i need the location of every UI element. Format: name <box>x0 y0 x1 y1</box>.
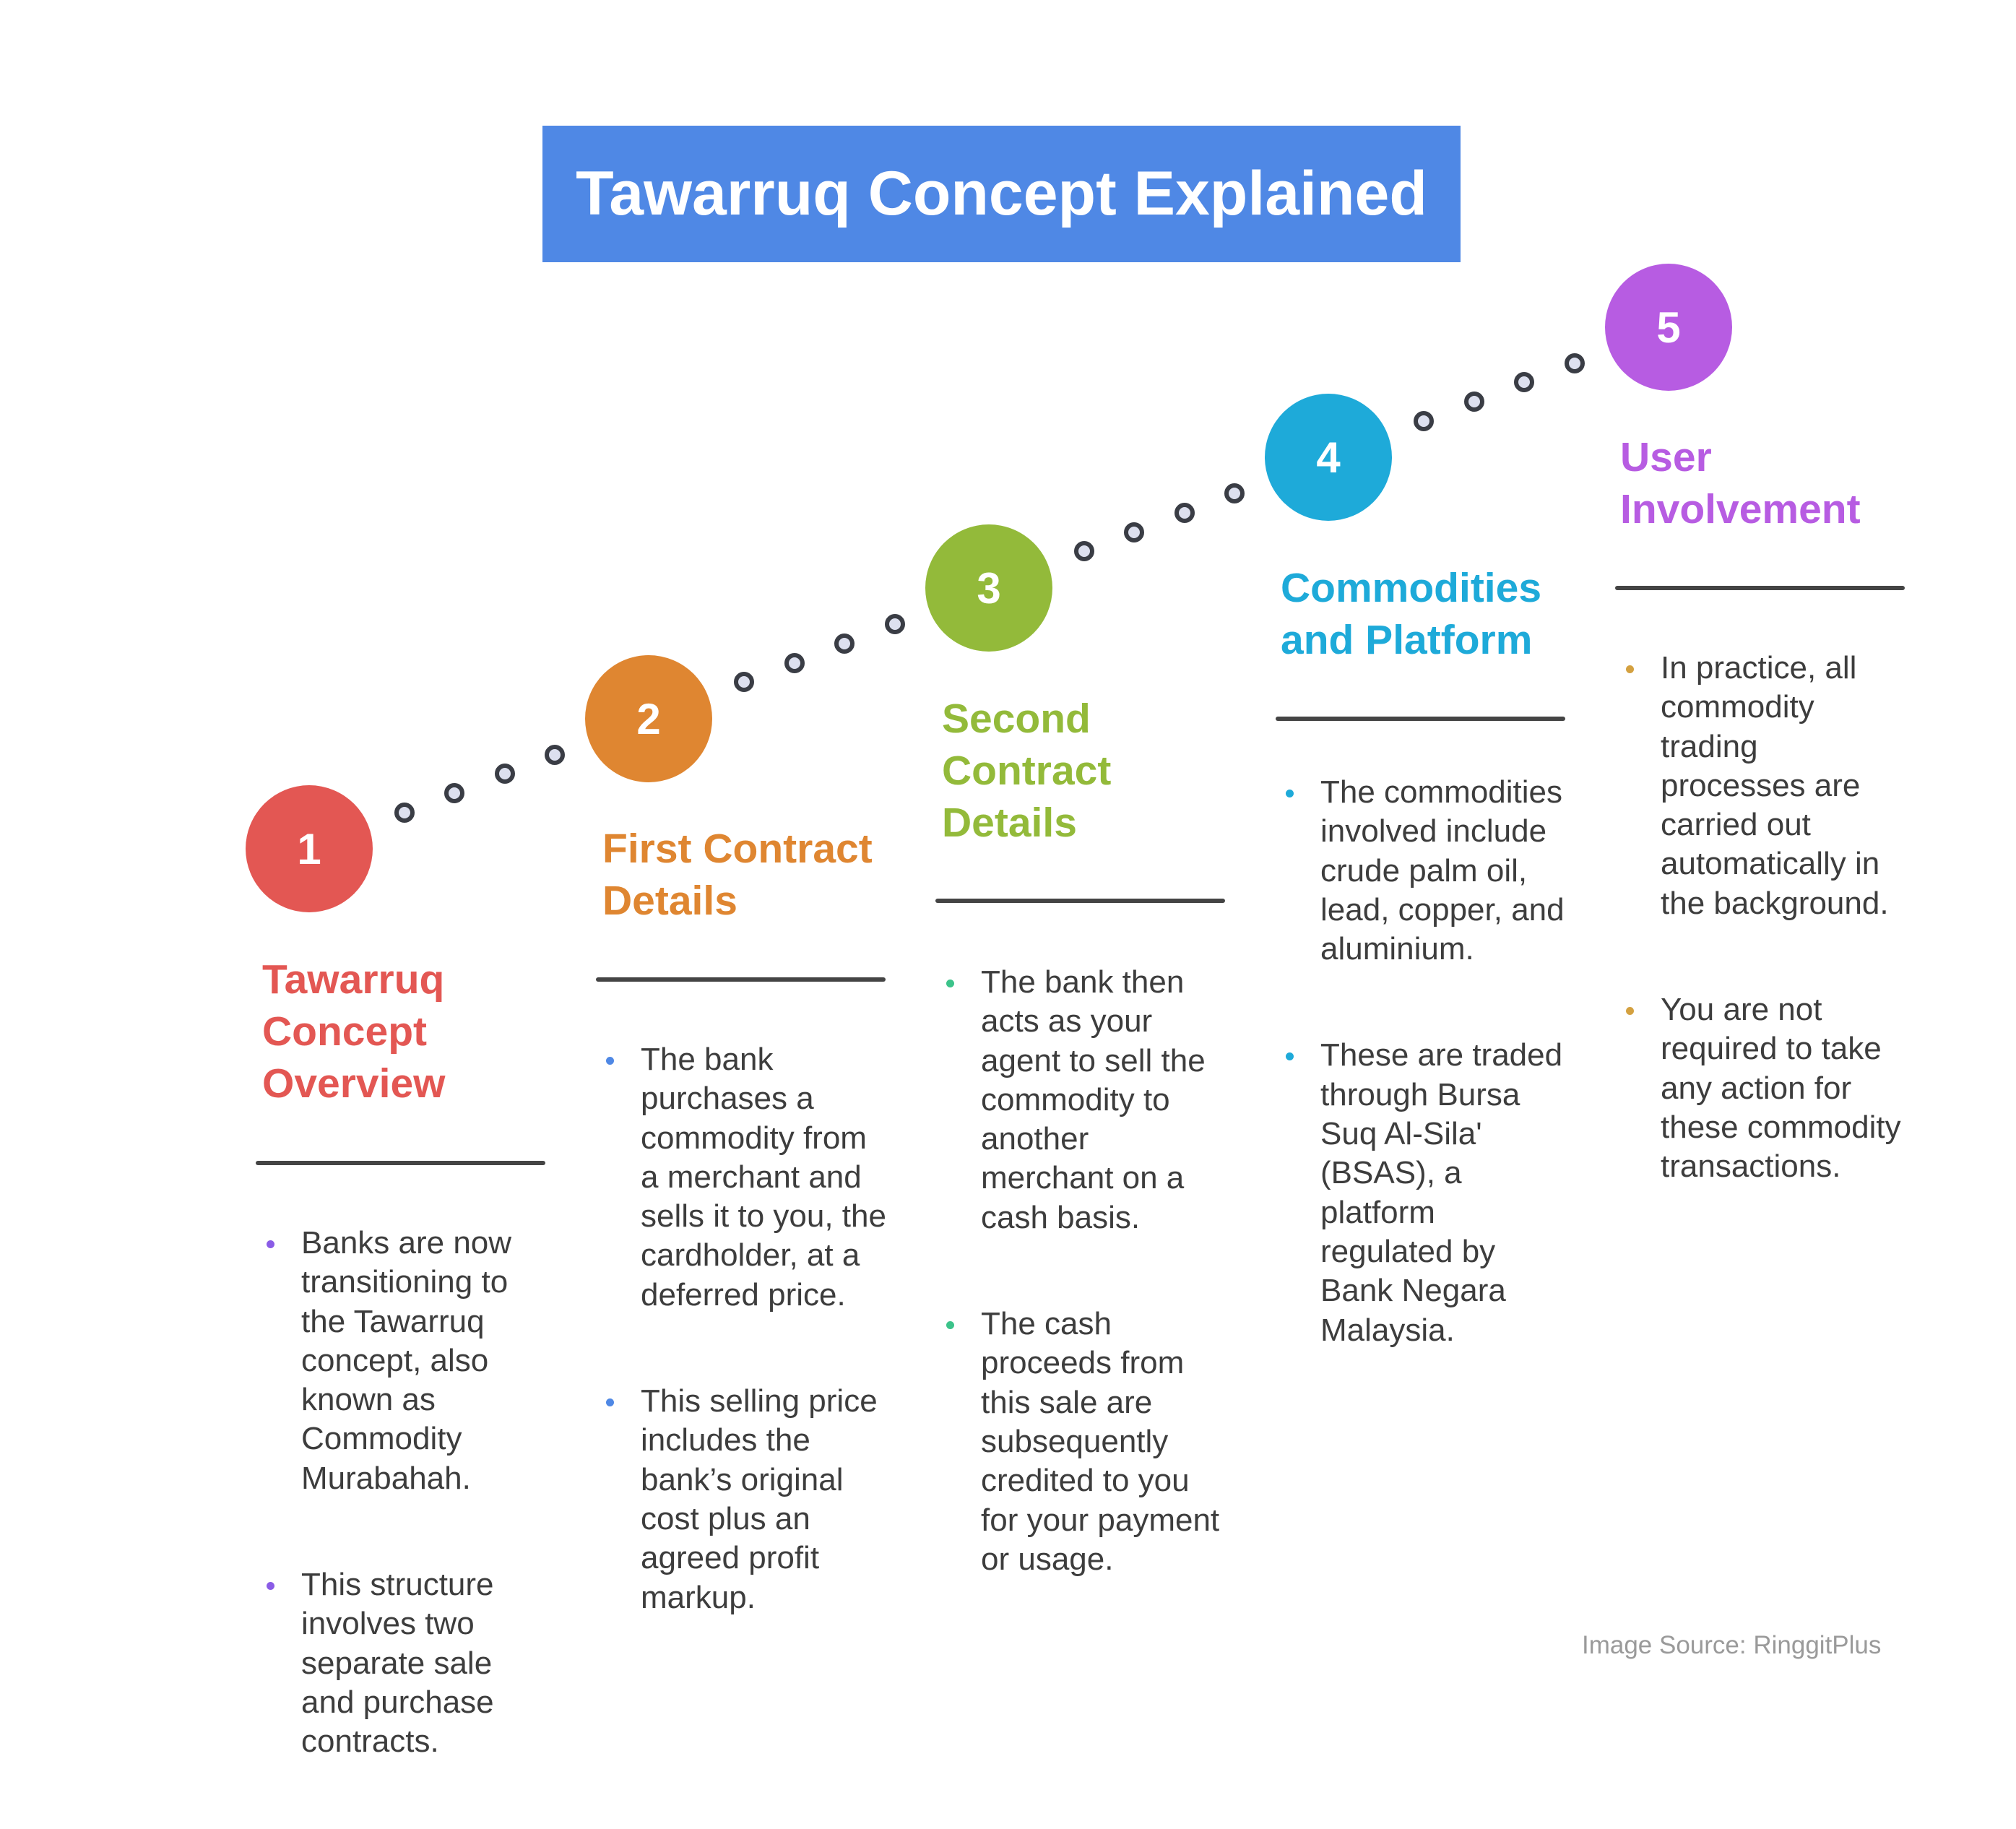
step-heading: Commodities and Platform <box>1281 565 1542 663</box>
bullet-dot-icon <box>946 980 954 987</box>
divider <box>1276 717 1565 721</box>
connector-dot <box>1514 372 1535 393</box>
bullet-point: You are not required to take any action … <box>1626 990 1906 1186</box>
step-heading: User Involvement <box>1620 434 1861 532</box>
step-points: The bank then acts as your agent to sell… <box>946 963 1227 1646</box>
connector-dot <box>1463 391 1484 412</box>
connector-dot <box>1565 353 1585 373</box>
connector-dot <box>444 782 465 803</box>
bullet-text: In practice, all commodity trading proce… <box>1661 650 1889 921</box>
connector-dot <box>733 672 754 693</box>
connector-dot <box>1224 483 1245 503</box>
step-heading: Second Contract Details <box>942 696 1112 846</box>
step-number-circle: 2 <box>585 655 712 782</box>
bullet-text: This selling price includes the bank’s o… <box>641 1383 878 1615</box>
connector-dot <box>494 764 515 784</box>
bullet-point: The bank then acts as your agent to sell… <box>946 963 1227 1237</box>
bullet-point: This selling price includes the bank’s o… <box>606 1382 886 1617</box>
bullet-point: The commodities involved include crude p… <box>1286 773 1566 969</box>
connector-dot <box>834 633 855 654</box>
bullet-point: Banks are now transitioning to the Tawar… <box>267 1224 547 1498</box>
bullet-point: In practice, all commodity trading proce… <box>1626 649 1906 923</box>
step-points: In practice, all commodity trading proce… <box>1626 649 1906 1254</box>
connector-dot <box>1073 541 1094 562</box>
divider <box>1615 586 1905 590</box>
step-number-circle: 1 <box>246 785 373 912</box>
bullet-dot-icon <box>1286 1052 1294 1061</box>
bullet-dot-icon <box>1286 790 1294 797</box>
connector-dot <box>1174 502 1195 523</box>
bullet-dot-icon <box>606 1057 614 1065</box>
connector-dot <box>885 613 905 634</box>
step-points: Banks are now transitioning to the Tawar… <box>267 1224 547 1829</box>
bullet-text: Banks are now transitioning to the Tawar… <box>301 1225 512 1496</box>
connector-dot <box>545 744 566 765</box>
bullet-dot-icon <box>1626 1007 1634 1016</box>
bullet-text: The bank then acts as your agent to sell… <box>981 964 1206 1235</box>
bullet-point: The bank purchases a commodity from a me… <box>606 1040 886 1315</box>
step-number-circle: 3 <box>925 524 1052 652</box>
bullet-dot-icon <box>267 1240 274 1248</box>
step-heading: First Contract Details <box>602 826 873 924</box>
bullet-text: The commodities involved include crude p… <box>1320 774 1565 967</box>
bullet-dot-icon <box>267 1582 274 1591</box>
bullet-dot-icon <box>1626 665 1634 673</box>
connector-dot <box>394 802 415 823</box>
bullet-dot-icon <box>946 1321 954 1330</box>
bullet-dot-icon <box>606 1398 614 1407</box>
connector-dot <box>784 652 805 673</box>
step-points: The commodities involved include crude p… <box>1286 773 1566 1417</box>
step-heading: Tawarruq Concept Overview <box>262 956 446 1107</box>
bullet-text: The bank purchases a commodity from a me… <box>641 1042 886 1313</box>
bullet-point: These are traded through Bursa Suq Al-Si… <box>1286 1036 1566 1349</box>
divider <box>256 1161 545 1165</box>
step-number-circle: 4 <box>1265 394 1392 521</box>
connector-dot <box>1124 522 1145 542</box>
divider <box>935 899 1225 903</box>
bullet-text: These are traded through Bursa Suq Al-Si… <box>1320 1037 1563 1348</box>
title-banner: Tawarruq Concept Explained <box>542 126 1461 262</box>
bullet-point: The cash proceeds from this sale are sub… <box>946 1305 1227 1579</box>
bullet-text: The cash proceeds from this sale are sub… <box>981 1306 1220 1577</box>
bullet-text: You are not required to take any action … <box>1661 992 1901 1185</box>
connector-dot <box>1413 410 1434 431</box>
divider <box>596 977 886 982</box>
step-points: The bank purchases a commodity from a me… <box>606 1040 886 1685</box>
step-number-circle: 5 <box>1605 264 1732 391</box>
image-source: Image Source: RinggitPlus <box>1582 1631 1882 1659</box>
bullet-text: This structure involves two separate sal… <box>301 1567 494 1760</box>
page-title: Tawarruq Concept Explained <box>576 159 1427 228</box>
bullet-point: This structure involves two separate sal… <box>267 1565 547 1761</box>
